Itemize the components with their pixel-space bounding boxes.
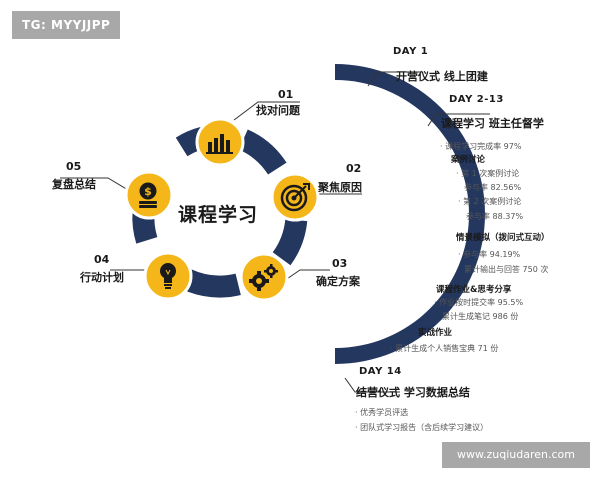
lightbulb-icon [160, 263, 176, 289]
day14-line-1: · 优秀学员评选 [355, 408, 409, 417]
day14-label: DAY 14 [359, 366, 402, 377]
day2-title: 课程学习 班主任督学 [441, 117, 544, 130]
day14-line-2: · 团队式学习报告（含后续学习建议） [355, 423, 489, 432]
coins-icon: $ [139, 182, 157, 208]
day2-line-13: 实战作业 [418, 328, 453, 338]
day1-title: 开营仪式 线上团建 [396, 70, 488, 83]
day14-title: 结营仪式 学习数据总结 [356, 386, 470, 399]
cycle-label-05: 复盘总结 [52, 178, 96, 191]
center-title: 课程学习 [178, 204, 259, 226]
cycle-num-05: 05 [66, 160, 82, 173]
day2-line-11: · 作业按时提交率 95.5% [434, 298, 524, 307]
day2-line-7: 情景模拟（拨问式互动） [456, 233, 550, 243]
day2-line-4: 参与率 82.56% [464, 183, 522, 192]
day2-line-10: 课程作业&思考分享 [436, 285, 512, 295]
day2-line-3: · 第 1 次案例讨论 [456, 169, 520, 178]
cycle-label-04: 行动计划 [80, 271, 124, 284]
day1-label: DAY 1 [393, 46, 429, 57]
day2-line-2: 案例讨论 [451, 155, 486, 165]
cycle-num-01: 01 [278, 88, 294, 101]
watermark: www.zuqiudaren.com [442, 442, 590, 468]
day2-line-8: · 参与率 94.19% [458, 250, 521, 259]
leader-01 [233, 101, 300, 121]
leader-day2 [427, 113, 490, 127]
day2-line-6: 参与率 88.37% [466, 212, 524, 221]
svg-text:$: $ [144, 185, 152, 198]
bar-chart-icon [206, 134, 233, 154]
ring-segment-1 [238, 129, 287, 175]
day2-line-1: · 课程学习完成率 97% [440, 142, 522, 151]
cycle-label-02: 聚焦原因 [318, 181, 362, 194]
cycle-label-03: 确定方案 [316, 275, 360, 288]
leader-day14 [344, 377, 400, 393]
ring-segment-3 [182, 269, 241, 298]
cycle-num-02: 02 [346, 162, 362, 175]
leader-05 [60, 177, 129, 191]
day2-line-14: · 累计生成个人销售宝典 71 份 [390, 344, 499, 353]
gears-icon [249, 264, 278, 291]
ring-segment-2 [272, 218, 308, 266]
cycle-num-04: 04 [94, 253, 110, 266]
day2-line-12: 累计生成笔记 986 份 [442, 312, 519, 321]
cycle-label-01: 找对问题 [256, 104, 300, 117]
day2-line-5: · 第 2 次案例讨论 [458, 197, 522, 206]
leader-day1 [367, 71, 420, 87]
target-icon [280, 183, 310, 212]
corner-tag: TG: MYYJJPP [12, 11, 120, 39]
day2-label: DAY 2-13 [449, 94, 504, 105]
cycle-num-03: 03 [332, 257, 348, 270]
day2-line-9: 累计输出与回答 750 次 [464, 265, 549, 274]
timeline-arc [335, 64, 485, 364]
